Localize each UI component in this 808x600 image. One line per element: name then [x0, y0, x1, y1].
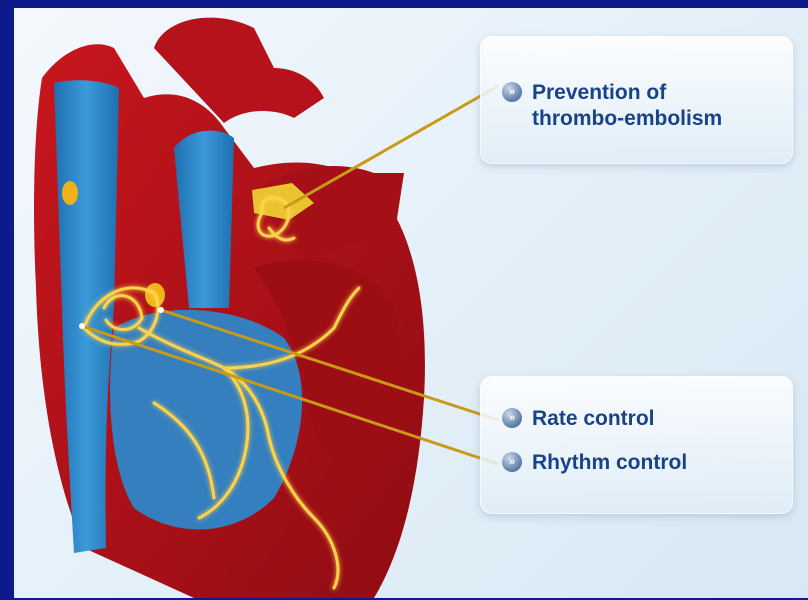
- arrow-bullet-icon: »: [502, 452, 522, 472]
- arrow-bullet-icon: »: [502, 82, 522, 102]
- leader-dot-av: [158, 307, 164, 313]
- thrombo-label: Prevention of thrombo-embolism: [532, 80, 732, 132]
- rate-label: Rate control: [532, 406, 655, 432]
- valve-left: [62, 181, 78, 205]
- slide-panel: » Prevention of thrombo-embolism » Rate …: [14, 8, 808, 598]
- callout-control-box: » Rate control » Rhythm control: [480, 376, 793, 514]
- arrow-bullet-icon: »: [502, 408, 522, 428]
- callout-thrombo-box: » Prevention of thrombo-embolism: [480, 36, 793, 164]
- callout-thrombo: » Prevention of thrombo-embolism: [502, 80, 732, 132]
- leader-dot-sa: [79, 323, 85, 329]
- rhythm-label: Rhythm control: [532, 450, 687, 476]
- callout-rate: » Rate control: [502, 406, 655, 432]
- callout-rhythm: » Rhythm control: [502, 450, 687, 476]
